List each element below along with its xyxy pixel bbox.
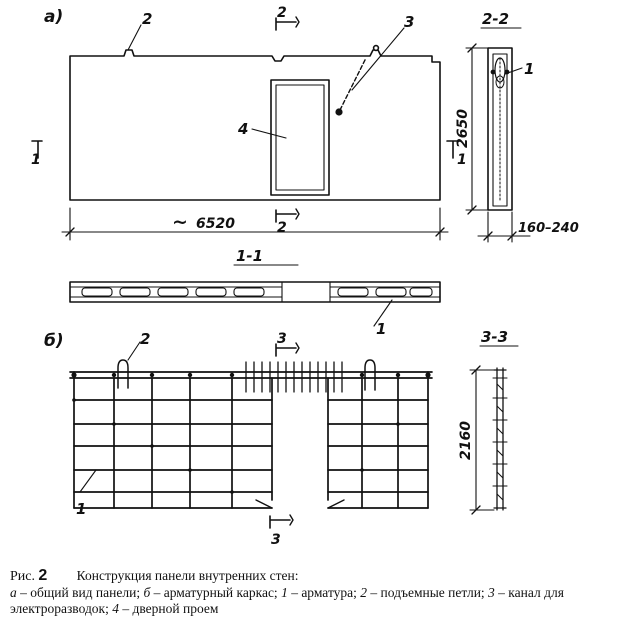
- caption-title-line: Рис. 2 Конструкция панели внутренних сте…: [10, 568, 632, 585]
- legend-text: арматурный каркас;: [163, 585, 278, 600]
- section-mark-1-left: 1: [31, 152, 41, 168]
- legend-text: канал для электроразводок;: [10, 585, 564, 616]
- callout-2-view-a: 2: [142, 10, 152, 28]
- section-mark-1-right: 1: [457, 152, 467, 168]
- section-3-3-label: 3-3: [481, 328, 508, 346]
- caption-legend: а – общий вид панели; б – арматурный кар…: [10, 585, 564, 616]
- section-2-2-label: 2-2: [482, 10, 509, 28]
- legend-key: б: [143, 585, 151, 600]
- section-2-2: [465, 27, 531, 243]
- view-a-mark: а): [44, 7, 63, 27]
- legend-key: 2: [360, 585, 368, 600]
- view-b-mark: б): [44, 331, 64, 351]
- length-dimension: 6520: [196, 216, 235, 232]
- legend-text: подъемные петли;: [380, 585, 485, 600]
- section-1-1-label: 1-1: [236, 247, 263, 265]
- approx-sign: ~: [172, 211, 188, 233]
- thickness-dimension: 160–240: [518, 221, 579, 236]
- height-dimension-a: 2650: [455, 109, 471, 148]
- figure-caption: Рис. 2 Конструкция панели внутренних сте…: [10, 568, 632, 617]
- legend-key: 3: [488, 585, 495, 600]
- height-dimension-b: 2160: [458, 421, 474, 460]
- callout-1-section-1-1: 1: [376, 320, 386, 338]
- section-1-1: [69, 264, 441, 327]
- figure-number: 2: [38, 567, 48, 584]
- section-mark-3-bottom: 3: [271, 532, 281, 548]
- callout-1-section-2-2: 1: [524, 60, 534, 78]
- cage-joints: [71, 372, 431, 494]
- caption-title: Конструкция панели внутренних стен:: [76, 568, 299, 583]
- reinforcement-cage: [69, 359, 433, 509]
- callout-4-view-a: 4: [237, 120, 248, 138]
- panel-general-view: [31, 16, 460, 241]
- callout-3-view-a: 3: [404, 13, 414, 31]
- figure-label: Рис.: [10, 569, 35, 584]
- legend-text: арматура;: [301, 585, 357, 600]
- legend-key: 4: [112, 601, 119, 616]
- section-mark-2-top: 2: [277, 5, 287, 21]
- section-mark-2-bottom: 2: [277, 220, 287, 236]
- cage-annotations: [79, 341, 300, 529]
- legend-key: 1: [281, 585, 288, 600]
- section-3-3: [469, 345, 519, 515]
- section-mark-3-top: 3: [277, 331, 287, 347]
- legend-text: дверной проем: [132, 601, 219, 616]
- callout-2-view-b: 2: [140, 330, 150, 348]
- callout-1-view-b: 1: [76, 500, 86, 518]
- legend-text: общий вид панели;: [30, 585, 141, 600]
- legend-key: а: [10, 585, 17, 600]
